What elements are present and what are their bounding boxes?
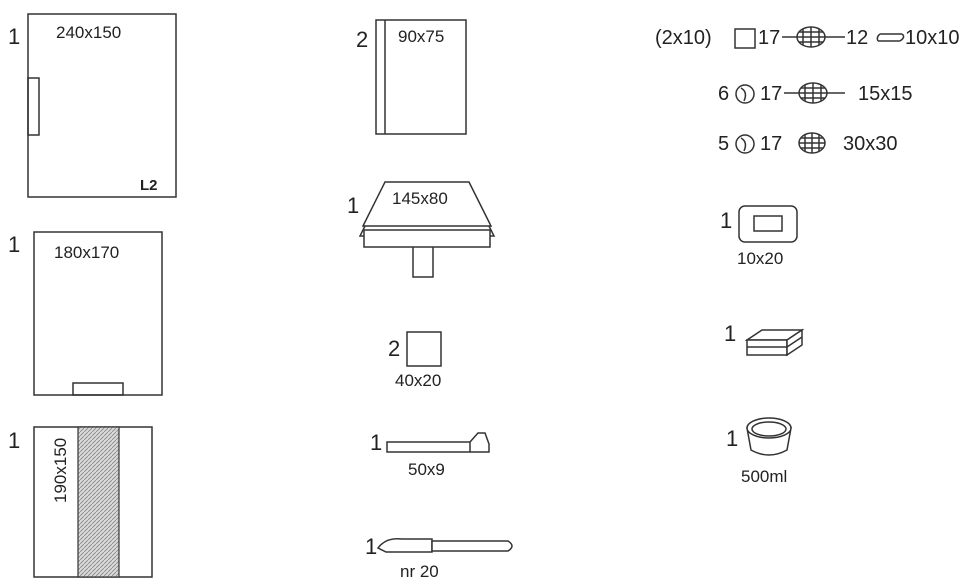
size-label: 190x150 — [51, 438, 70, 503]
drape-240x150: 1 240x150 L2 — [8, 13, 177, 198]
qty-label: 1 — [365, 534, 377, 559]
size-label: 500ml — [741, 467, 787, 486]
size-label: 50x9 — [408, 460, 445, 479]
size-label: 30x30 — [843, 133, 898, 155]
qty-label: 1 — [724, 321, 736, 346]
gauze-row-15x15: 6 17 15x15 — [718, 82, 913, 105]
qty-label: 2 — [356, 27, 368, 52]
qty-label: (2x10) — [655, 27, 712, 49]
gauze-mesh-icon — [784, 82, 845, 104]
qty-label: 1 — [8, 428, 20, 453]
layer-count: 17 — [760, 133, 782, 155]
folded-ball-icon — [735, 84, 755, 104]
sponge-box: 1 — [724, 321, 805, 357]
strip-50x9: 1 50x9 — [370, 430, 490, 479]
strip-icon — [876, 33, 905, 42]
size-label: 240x150 — [56, 23, 121, 42]
qty-label: 5 — [718, 133, 729, 155]
qty-label: 2 — [388, 336, 400, 361]
layer-count: 17 — [758, 27, 780, 49]
adhesive-strip — [77, 426, 120, 578]
table-cover-145x80: 1 145x80 — [347, 181, 496, 278]
folded-ball-icon — [735, 134, 755, 154]
size-label: 145x80 — [392, 189, 448, 208]
qty-label: 1 — [720, 208, 732, 233]
square-icon — [734, 28, 756, 49]
qty-label: 1 — [8, 232, 20, 257]
tray-10x20: 1 10x20 — [720, 205, 798, 268]
gauze-mesh-icon — [782, 26, 845, 48]
towel-90x75: 2 90x75 — [356, 19, 467, 135]
scalpel-nr20: 1 nr 20 — [365, 534, 513, 581]
tape-40x20: 2 40x20 — [388, 331, 442, 390]
qty-label: 1 — [8, 24, 20, 49]
size-label: 40x20 — [395, 371, 441, 390]
code-label: L2 — [140, 177, 158, 194]
size-label: 10x10 — [905, 27, 960, 49]
gauze-row-30x30: 5 17 30x30 — [718, 132, 898, 155]
size-label: 15x15 — [858, 83, 913, 105]
qty-label: 1 — [370, 430, 382, 455]
qty-label: 1 — [726, 426, 738, 451]
size-label: 90x75 — [398, 27, 444, 46]
thread-count: 12 — [846, 27, 868, 49]
qty-label: 6 — [718, 83, 729, 105]
size-label: 10x20 — [737, 249, 783, 268]
gauze-row-10x10: (2x10) 17 12 10x10 — [655, 26, 960, 49]
layer-count: 17 — [760, 83, 782, 105]
size-label: 180x170 — [54, 243, 119, 262]
gauze-mesh-icon — [798, 132, 826, 154]
bowl-500ml: 1 500ml — [726, 417, 792, 486]
drape-180x170: 1 180x170 — [8, 231, 163, 396]
drape-190x150: 1 190x150 — [8, 426, 153, 578]
size-label: nr 20 — [400, 562, 439, 581]
qty-label: 1 — [347, 193, 359, 218]
